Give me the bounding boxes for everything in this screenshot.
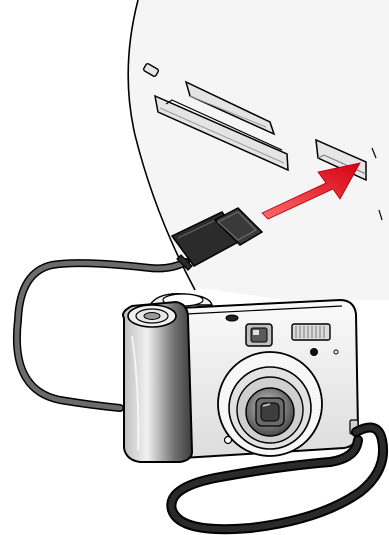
- sensor-dot: [311, 349, 318, 356]
- camera-icon: [123, 294, 358, 462]
- viewfinder: [246, 324, 272, 346]
- top-button: [226, 315, 238, 321]
- flash-window: [292, 324, 330, 340]
- indicator-dot: [334, 350, 338, 354]
- camera-lens: [218, 352, 322, 456]
- lens-button: [225, 437, 232, 444]
